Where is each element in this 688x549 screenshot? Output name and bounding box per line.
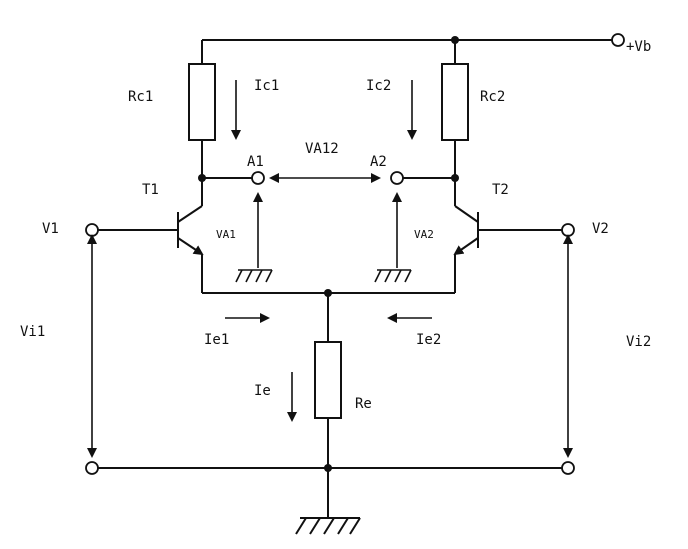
ic1-label: Ic1 xyxy=(254,78,279,94)
re-label: Re xyxy=(355,396,372,412)
v1-terminal[interactable] xyxy=(85,223,99,237)
rc2-label: Rc2 xyxy=(480,89,505,105)
a1-terminal[interactable] xyxy=(251,171,265,185)
vi1-label: Vi1 xyxy=(20,324,45,340)
a2-terminal[interactable] xyxy=(390,171,404,185)
transistor-t1 xyxy=(98,178,204,293)
t2-label: T2 xyxy=(492,182,509,198)
ie-label: Ie xyxy=(254,383,271,399)
bottom-rail xyxy=(98,464,562,472)
ground-symbol-va1 xyxy=(235,269,273,283)
t1-label: T1 xyxy=(142,182,159,198)
va12-label: VA12 xyxy=(305,141,339,157)
rc1-label: Rc1 xyxy=(128,89,153,105)
vb-label: +Vb xyxy=(626,39,651,55)
re-resistor xyxy=(314,341,342,419)
ic2-label: Ic2 xyxy=(366,78,391,94)
vi2-label: Vi2 xyxy=(626,334,651,350)
ie2-label: Ie2 xyxy=(416,332,441,348)
v2-label: V2 xyxy=(592,221,609,237)
v1-label: V1 xyxy=(42,221,59,237)
transistor-t2 xyxy=(453,178,562,293)
ground-symbol-main xyxy=(295,517,361,535)
v2-terminal[interactable] xyxy=(561,223,575,237)
ie1-label: Ie1 xyxy=(204,332,229,348)
emitter-bus xyxy=(202,289,455,342)
vb-terminal[interactable] xyxy=(611,33,625,47)
a2-label: A2 xyxy=(370,154,387,170)
va1-label: VA1 xyxy=(216,228,236,241)
supply-rail xyxy=(201,36,612,64)
rc1-resistor xyxy=(188,63,216,141)
rc2-resistor xyxy=(441,63,469,141)
ground-symbol-va2 xyxy=(374,269,412,283)
va2-label: VA2 xyxy=(414,228,434,241)
bottom-left-terminal[interactable] xyxy=(85,461,99,475)
bottom-right-terminal[interactable] xyxy=(561,461,575,475)
a1-label: A1 xyxy=(247,154,264,170)
